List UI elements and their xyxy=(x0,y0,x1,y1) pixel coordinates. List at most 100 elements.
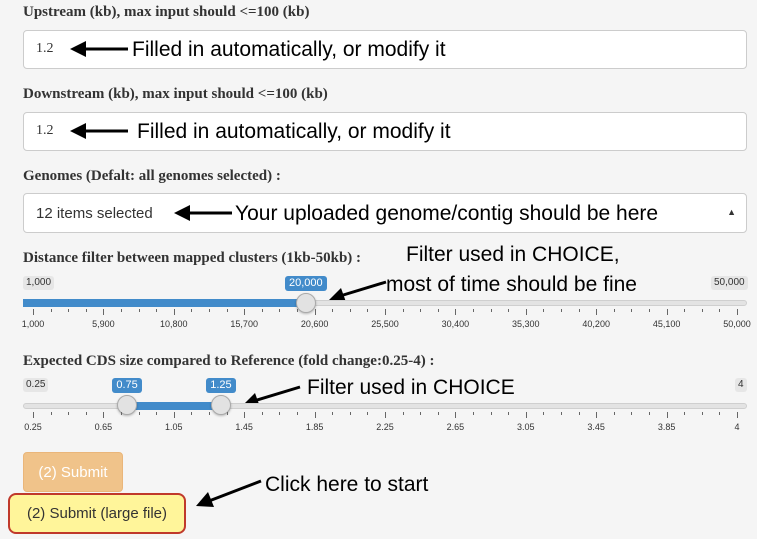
distance-major-tick xyxy=(385,309,386,315)
cds-tick-label: 1.85 xyxy=(305,422,324,432)
cds-minor-tick xyxy=(578,412,580,415)
distance-major-tick xyxy=(737,309,738,315)
cds-minor-tick xyxy=(367,412,369,415)
distance-tick-label: 25,500 xyxy=(371,319,399,329)
downstream-label: Downstream (kb), max input should <=100 … xyxy=(23,86,328,102)
cds-major-tick xyxy=(244,412,246,418)
distance-minor-tick xyxy=(508,309,510,312)
distance-minor-tick xyxy=(543,309,545,312)
upstream-annotation: Filled in automatically, or modify it xyxy=(132,38,446,61)
cds-tick-label: 3.85 xyxy=(657,422,676,432)
distance-tick-label: 40,200 xyxy=(582,319,610,329)
cds-minor-tick xyxy=(279,412,281,415)
cds-major-tick xyxy=(314,412,316,418)
cds-minor-tick xyxy=(561,412,562,415)
distance-major-tick xyxy=(455,309,457,315)
cds-minor-tick xyxy=(701,412,703,415)
cds-from-handle[interactable] xyxy=(116,395,137,415)
distance-minor-tick xyxy=(138,309,140,312)
distance-minor-tick xyxy=(719,309,721,312)
distance-tick-label: 1,000 xyxy=(21,319,45,329)
cds-minor-tick xyxy=(138,412,140,415)
submit-button[interactable]: (2) Submit xyxy=(23,452,123,492)
distance-handle[interactable] xyxy=(295,293,316,313)
cds-minor-tick xyxy=(649,412,650,415)
cds-minor-tick xyxy=(191,412,193,415)
cds-major-tick xyxy=(596,412,598,418)
cds-major-tick xyxy=(173,412,175,418)
cds-minor-tick xyxy=(68,412,70,415)
distance-tick-label: 50,000 xyxy=(723,319,751,329)
cds-label: Expected CDS size compared to Reference … xyxy=(23,353,435,369)
caret-up-icon: ▲ xyxy=(727,207,736,217)
cds-tick-label: 2.25 xyxy=(376,422,394,432)
genomes-value: 12 items selected xyxy=(36,205,153,222)
cds-minor-tick xyxy=(261,412,263,415)
distance-minor-tick xyxy=(701,309,703,312)
cds-minor-tick xyxy=(209,412,210,415)
distance-minor-tick xyxy=(349,309,351,312)
cds-minor-tick xyxy=(508,412,510,415)
genomes-select[interactable]: 12 items selected ▲ xyxy=(23,193,747,233)
distance-minor-tick xyxy=(50,309,52,312)
cds-minor-tick xyxy=(420,412,422,415)
distance-minor-tick xyxy=(209,309,210,312)
cds-major-tick xyxy=(666,412,668,418)
cds-minor-tick xyxy=(332,412,334,415)
distance-minor-tick xyxy=(402,309,404,312)
arrow-left-icon xyxy=(329,280,387,302)
cds-minor-tick xyxy=(85,412,87,415)
cds-minor-tick xyxy=(121,412,122,415)
cds-minor-tick xyxy=(402,412,404,415)
distance-major-tick xyxy=(314,309,316,315)
genomes-label: Genomes (Defalt: all genomes selected) : xyxy=(23,168,281,184)
distance-minor-tick xyxy=(261,309,263,312)
distance-minor-tick xyxy=(473,309,474,312)
submit-large-file-button[interactable]: (2) Submit (large file) xyxy=(8,493,186,534)
distance-tick-label: 20,600 xyxy=(300,319,329,329)
cds-major-tick xyxy=(33,412,34,418)
cds-tick-label: 1.05 xyxy=(165,422,183,432)
cds-tick-label: 3.45 xyxy=(587,422,605,432)
distance-minor-tick xyxy=(332,309,334,312)
cds-major-tick xyxy=(525,412,527,418)
distance-tick-label: 15,700 xyxy=(230,319,258,329)
distance-annotation-line2: most of time should be fine xyxy=(386,273,637,296)
distance-minor-tick xyxy=(68,309,70,312)
distance-min-label: 1,000 xyxy=(23,276,55,290)
distance-major-tick xyxy=(173,309,175,315)
cds-tick-label: 4 xyxy=(734,422,740,432)
cds-minor-tick xyxy=(719,412,721,415)
cds-minor-tick xyxy=(543,412,545,415)
cds-tick-label: 0.25 xyxy=(24,422,42,432)
distance-minor-tick xyxy=(156,309,158,312)
cds-major-tick xyxy=(103,412,105,418)
distance-major-tick xyxy=(33,309,34,315)
distance-minor-tick xyxy=(297,309,298,312)
distance-major-tick xyxy=(103,309,105,315)
cds-tick-label: 2.65 xyxy=(446,422,465,432)
cds-tick-label: 3.05 xyxy=(517,422,535,432)
cds-minor-tick xyxy=(631,412,633,415)
upstream-value: 1.2 xyxy=(36,41,54,56)
downstream-value: 1.2 xyxy=(36,123,54,138)
distance-minor-tick xyxy=(420,309,422,312)
cds-max-label: 4 xyxy=(735,378,747,392)
cds-major-tick xyxy=(385,412,386,418)
cds-tick-label: 0.65 xyxy=(94,422,113,432)
cds-from-bubble: 0.75 xyxy=(112,378,142,393)
cds-minor-tick xyxy=(226,412,228,415)
downstream-input[interactable]: 1.2 xyxy=(23,112,747,151)
distance-tick-label: 45,100 xyxy=(652,319,681,329)
cds-minor-tick xyxy=(613,412,615,415)
distance-minor-tick xyxy=(121,309,122,312)
distance-major-tick xyxy=(666,309,668,315)
distance-minor-tick xyxy=(649,309,650,312)
arrow-left-icon xyxy=(196,479,262,507)
distance-range-bar xyxy=(23,299,306,307)
cds-to-handle[interactable] xyxy=(210,395,231,415)
cds-major-tick xyxy=(455,412,457,418)
upstream-input[interactable]: 1.2 xyxy=(23,30,747,69)
